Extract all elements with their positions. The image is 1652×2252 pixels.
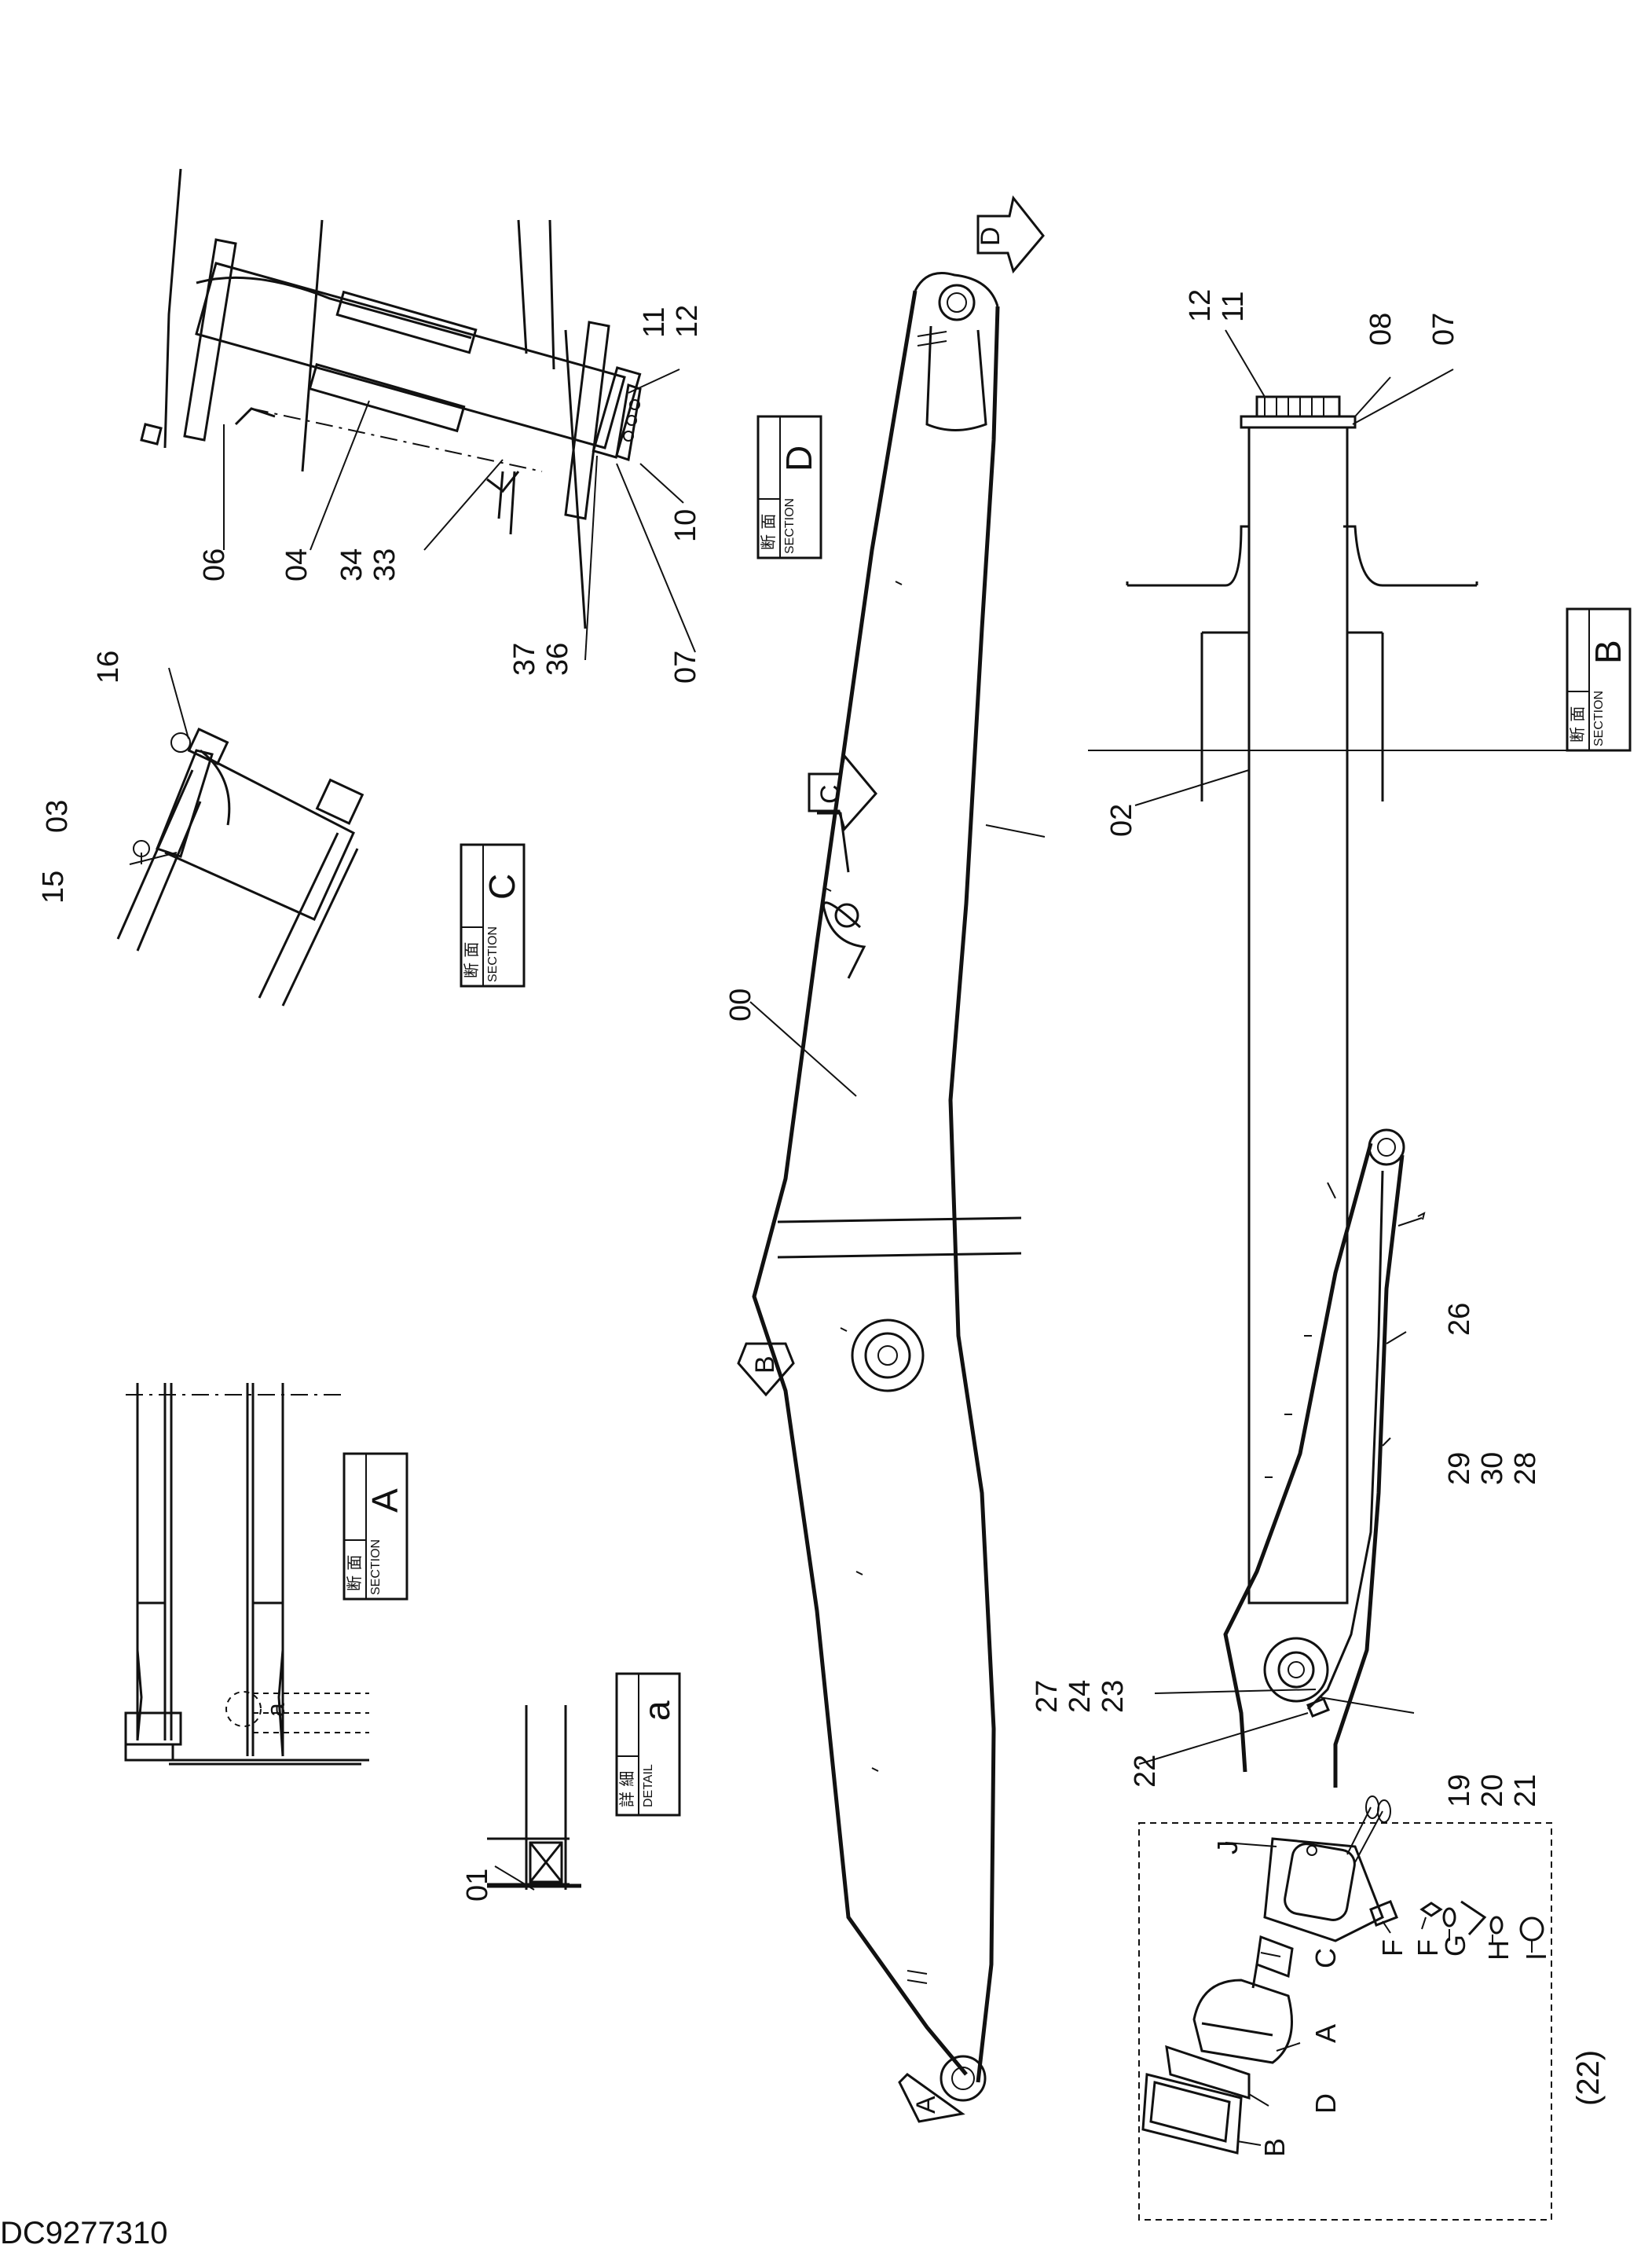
part-04: 04 bbox=[280, 548, 313, 581]
part-07-b: 07 bbox=[1427, 313, 1460, 346]
kit-part-C: C bbox=[1310, 1948, 1342, 1968]
section-box-A-en: SECTION bbox=[369, 1539, 383, 1595]
part-08: 08 bbox=[1364, 313, 1397, 346]
view-marker-C-letter: C bbox=[815, 784, 845, 804]
section-box-B-en: SECTION bbox=[1592, 691, 1606, 746]
kit-part-H: H bbox=[1482, 1940, 1515, 1960]
kit-part-B: B bbox=[1258, 2138, 1291, 2157]
section-D-view bbox=[140, 168, 642, 629]
section-box-D: 断 面 SECTION D bbox=[756, 415, 822, 559]
section-box-A: 断 面 SECTION A bbox=[342, 1452, 408, 1601]
view-marker-A: A bbox=[898, 2073, 965, 2123]
part-21: 21 bbox=[1509, 1774, 1542, 1807]
section-box-A-jp: 断 面 bbox=[345, 1555, 364, 1591]
part-16: 16 bbox=[92, 651, 125, 684]
part-19: 19 bbox=[1443, 1774, 1476, 1807]
part-20: 20 bbox=[1476, 1774, 1509, 1807]
kit-part-I: I bbox=[1520, 1953, 1552, 1960]
part-11-12-d: 11 12 bbox=[638, 299, 704, 338]
drawing-number: DC9277310 bbox=[0, 2216, 168, 2250]
section-box-B-letter: B bbox=[1588, 640, 1628, 664]
view-marker-C: C bbox=[808, 753, 877, 873]
section-box-C-en: SECTION bbox=[486, 926, 500, 982]
part-22: 22 bbox=[1129, 1755, 1162, 1788]
section-box-C-jp: 断 面 bbox=[462, 942, 481, 978]
part-number-labels: 00 01 02 03 04 06 07 07 08 10 11 12 12 1… bbox=[37, 281, 1552, 2157]
leader-lines bbox=[129, 329, 1533, 2146]
part-12-d: 12 bbox=[671, 305, 704, 338]
part-23: 23 bbox=[1097, 1680, 1130, 1713]
kit-part-J: J bbox=[1211, 1840, 1244, 1854]
boom-side-view bbox=[1223, 1128, 1426, 1788]
view-marker-D-letter: D bbox=[976, 226, 1005, 246]
part-00: 00 bbox=[724, 988, 757, 1021]
part-11-b: 11 bbox=[1217, 292, 1250, 322]
view-marker-D: D bbox=[976, 195, 1045, 274]
detail-box-a-en: DETAIL bbox=[642, 1764, 655, 1807]
section-box-D-letter: D bbox=[778, 446, 819, 471]
part-12-b: 12 bbox=[1184, 289, 1217, 322]
part-01: 01 bbox=[461, 1869, 494, 1902]
part-24: 24 bbox=[1064, 1680, 1097, 1713]
section-box-B-jp: 断 面 bbox=[1568, 706, 1587, 743]
kit-22-box: (22) bbox=[1138, 1795, 1606, 2221]
part-36-37: 37 36 bbox=[508, 634, 574, 676]
part-27: 27 bbox=[1031, 1680, 1064, 1713]
section-B-view bbox=[1088, 395, 1571, 1605]
part-29: 29 bbox=[1443, 1452, 1476, 1485]
detail-a-callout: a bbox=[262, 1703, 290, 1717]
part-33-34: 34 33 bbox=[335, 540, 401, 581]
section-box-A-letter: A bbox=[364, 1488, 405, 1513]
detail-box-a-letter: a bbox=[636, 1700, 677, 1721]
part-06: 06 bbox=[198, 548, 231, 581]
part-27-24-23: 27 24 23 bbox=[1031, 1671, 1130, 1713]
part-36: 36 bbox=[541, 643, 574, 676]
part-19-20-21: 19 20 21 bbox=[1443, 1766, 1542, 1807]
section-C-view bbox=[116, 727, 364, 1007]
part-12-11-b: 12 11 bbox=[1184, 281, 1250, 322]
kit-label: (22) bbox=[1571, 2050, 1606, 2106]
part-03: 03 bbox=[41, 800, 74, 833]
part-02: 02 bbox=[1105, 804, 1138, 837]
part-34: 34 bbox=[335, 548, 368, 581]
part-10: 10 bbox=[669, 509, 702, 542]
section-box-B: 断 面 SECTION B bbox=[1566, 607, 1632, 752]
kit-part-A: A bbox=[1310, 2024, 1342, 2043]
part-11-d: 11 bbox=[638, 307, 671, 338]
section-box-D-en: SECTION bbox=[783, 498, 797, 554]
view-marker-B: B bbox=[737, 1342, 795, 1397]
part-30: 30 bbox=[1476, 1452, 1509, 1485]
section-box-D-jp: 断 面 bbox=[759, 514, 778, 550]
part-33: 33 bbox=[368, 548, 401, 581]
kit-part-D: D bbox=[1310, 2093, 1342, 2114]
part-29-30-28: 29 30 28 bbox=[1443, 1443, 1542, 1485]
kit-part-G: G bbox=[1439, 1935, 1471, 1957]
part-37: 37 bbox=[508, 643, 541, 676]
section-box-C-letter: C bbox=[482, 874, 522, 900]
part-07-d: 07 bbox=[669, 651, 702, 684]
section-A-view: a bbox=[124, 1383, 369, 1766]
detail-a-view bbox=[487, 1705, 581, 1890]
part-15: 15 bbox=[37, 871, 70, 904]
view-marker-A-letter: A bbox=[911, 2096, 941, 2114]
view-marker-B-letter: B bbox=[750, 1355, 780, 1374]
section-box-C: 断 面 SECTION C bbox=[460, 843, 526, 988]
kit-part-F1: F bbox=[1376, 1939, 1408, 1957]
detail-box-a: 詳 細 DETAIL a bbox=[615, 1672, 681, 1817]
part-26: 26 bbox=[1443, 1303, 1476, 1336]
part-28: 28 bbox=[1509, 1452, 1542, 1485]
kit-part-F2: F bbox=[1412, 1939, 1444, 1957]
detail-box-a-jp: 詳 細 bbox=[617, 1771, 636, 1807]
